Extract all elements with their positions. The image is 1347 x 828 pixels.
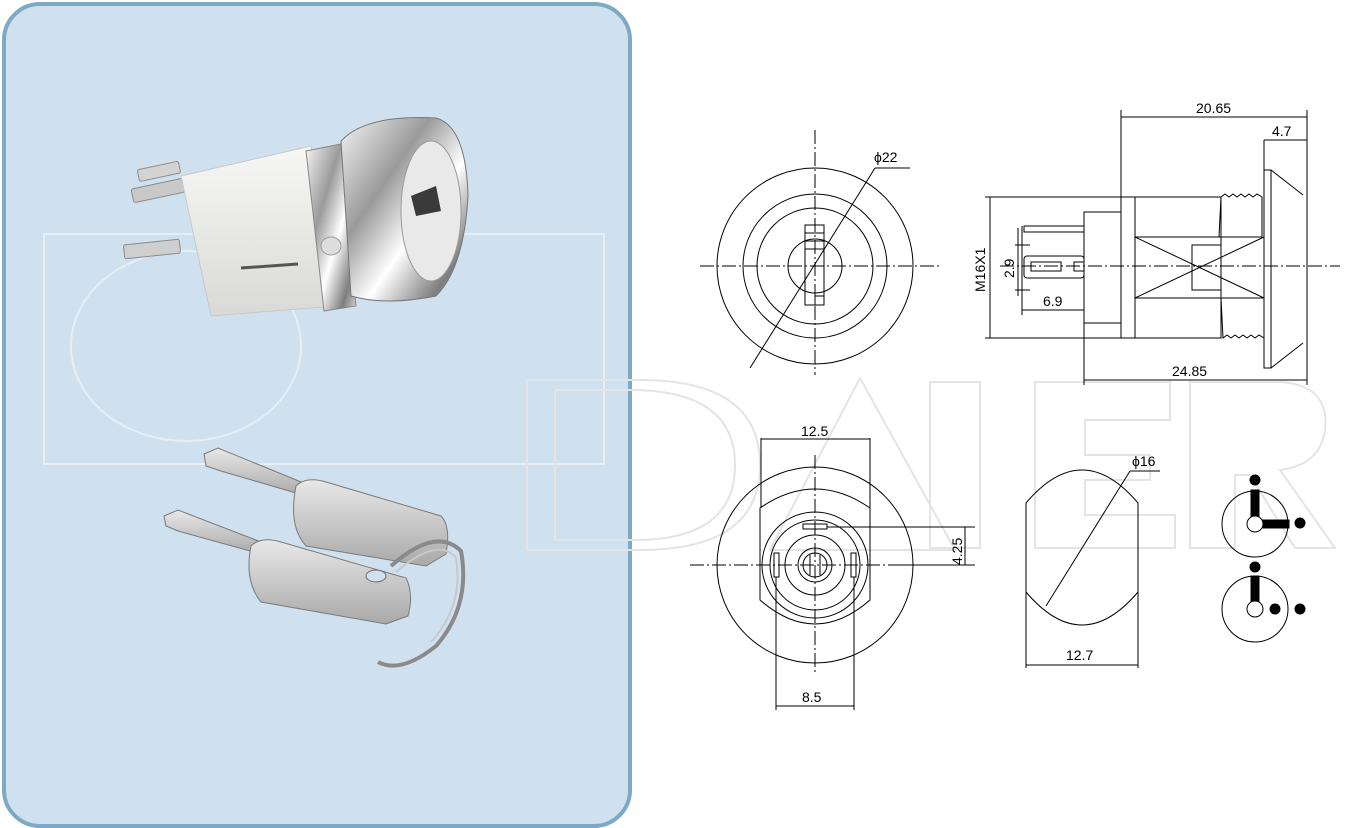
rear-view-drawing (690, 438, 975, 710)
overall-bottom-label: 24.85 (1172, 363, 1207, 379)
pin-spacing-label: 8.5 (802, 689, 822, 705)
key-switch-body (123, 117, 469, 317)
thread-size-label: M16X1 (972, 247, 988, 292)
front-view-drawing (700, 130, 940, 375)
cutout-flat-width-label: 12.7 (1066, 647, 1093, 663)
side-view-drawing (985, 110, 1340, 385)
terminal-length-label: 6.9 (1043, 293, 1063, 309)
product-photo (43, 117, 605, 668)
cutout-diameter-label: ϕ16 (1132, 453, 1156, 469)
switch-position-1 (1221, 474, 1306, 558)
key-pair-with-ring (163, 447, 466, 668)
rear-width-label: 12.5 (801, 423, 828, 439)
rear-offset-label: 4.25 (949, 538, 965, 565)
switch-position-diagrams (1221, 474, 1306, 643)
front-diameter-label: ϕ22 (874, 149, 898, 165)
bezel-width-label: 4.7 (1272, 123, 1292, 139)
overall-top-label: 20.65 (1196, 100, 1231, 116)
panel-cutout-drawing (1025, 469, 1160, 668)
switch-position-2 (1221, 561, 1306, 643)
terminal-gap-label: 2.9 (1001, 258, 1017, 278)
